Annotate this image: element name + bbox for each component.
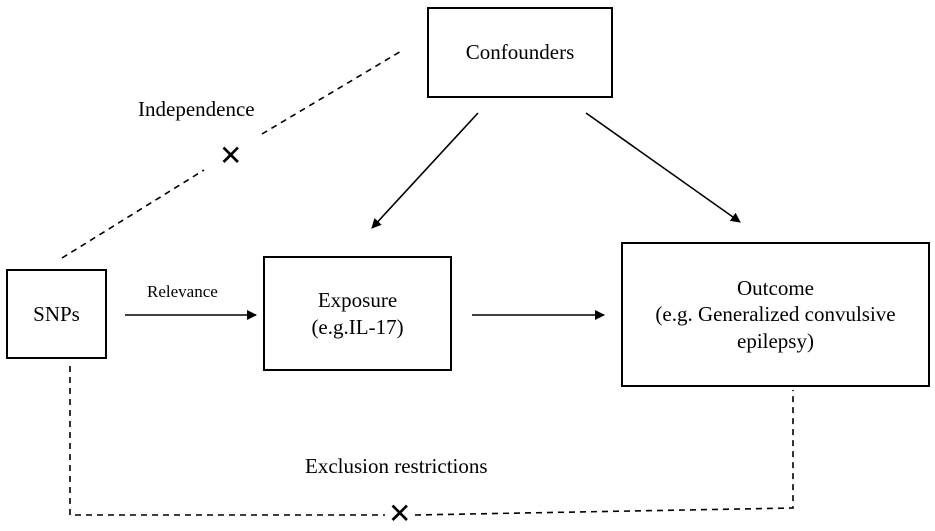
exclusion-dashed-path-left xyxy=(69,366,385,516)
exposure-label: Exposure xyxy=(317,288,398,313)
confounders-to-outcome-arrow xyxy=(585,112,741,223)
independence-dashed-line-upper xyxy=(261,49,404,135)
outcome-node: Outcome (e.g. Generalized convulsive epi… xyxy=(621,242,930,387)
exposure-node: Exposure (e.g.IL-17) xyxy=(263,256,452,371)
outcome-example-line1: (e.g. Generalized convulsive xyxy=(655,302,896,327)
outcome-example-line2: epilepsy) xyxy=(737,328,814,353)
snps-label: SNPs xyxy=(33,301,80,326)
exclusion-dashed-path-right xyxy=(414,390,794,516)
confounders-label: Confounders xyxy=(465,40,575,65)
independence-dashed-line-lower xyxy=(61,169,205,259)
exclusion-violation-icon: ✕ xyxy=(388,497,412,530)
exclusion-restrictions-label: Exclusion restrictions xyxy=(305,454,488,478)
independence-violation-icon: ✕ xyxy=(219,139,243,172)
independence-label: Independence xyxy=(138,97,255,121)
relevance-label: Relevance xyxy=(147,282,218,301)
snps-node: SNPs xyxy=(6,269,107,359)
exposure-example: (e.g.IL-17) xyxy=(311,314,404,339)
confounders-to-exposure-arrow xyxy=(371,112,479,229)
confounders-node: Confounders xyxy=(427,7,613,98)
outcome-label: Outcome xyxy=(737,276,814,301)
